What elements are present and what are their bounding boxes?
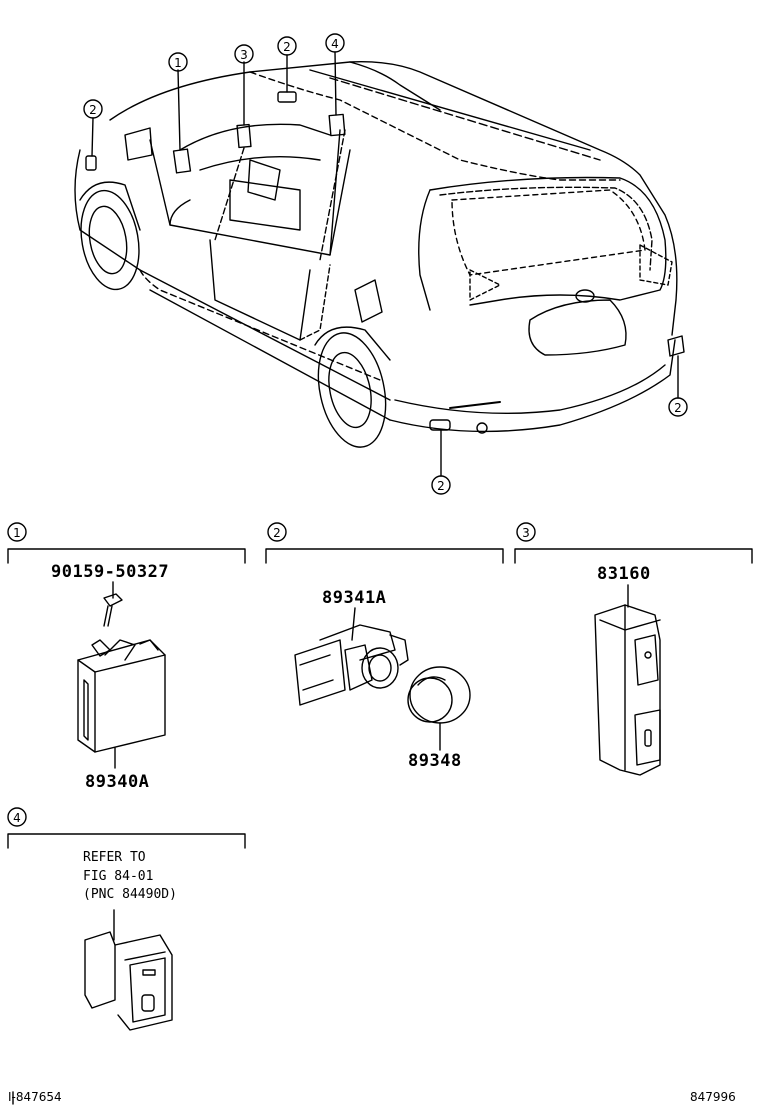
footer-illustration-id: I-847654 bbox=[8, 1090, 62, 1104]
part-number-90159-50327: 90159-50327 bbox=[51, 562, 170, 582]
section-2-header: 2 bbox=[265, 522, 504, 564]
reference-note-line-3: (PNC 84490D) bbox=[83, 887, 177, 902]
footer-figure-id: 847996 bbox=[690, 1090, 736, 1104]
part-number-89341A: 89341A bbox=[322, 588, 387, 608]
section-2-number: 2 bbox=[273, 526, 281, 540]
part-number-83160: 83160 bbox=[597, 564, 651, 584]
switch-83160 bbox=[594, 584, 661, 776]
callout-3-vehicle-number: 3 bbox=[240, 48, 248, 62]
callout-1-vehicle-number: 1 bbox=[174, 56, 182, 70]
reference-note-line-2: FIG 84-01 bbox=[83, 869, 154, 884]
callout-2-vehicle-rear-right: 2 bbox=[668, 397, 688, 417]
section-3-header: 3 bbox=[514, 522, 753, 564]
section-4-number: 4 bbox=[13, 811, 21, 825]
callout-2-vehicle-rear-bottom: 2 bbox=[431, 475, 451, 495]
ecu-89340A bbox=[77, 639, 166, 769]
callout-2-vehicle-rear-bottom-number: 2 bbox=[437, 479, 445, 493]
callout-2-vehicle-top-number: 2 bbox=[283, 40, 291, 54]
section-3-number: 3 bbox=[522, 526, 530, 540]
section-4-header: 4 bbox=[7, 807, 246, 849]
vehicle-illustration bbox=[74, 51, 685, 477]
callout-2-vehicle-front: 2 bbox=[83, 99, 103, 119]
section-1-number: 1 bbox=[13, 526, 21, 540]
reference-note-line-1: REFER TO bbox=[83, 850, 146, 865]
callout-2-vehicle-front-number: 2 bbox=[89, 103, 97, 117]
callout-4-vehicle-number: 4 bbox=[331, 37, 339, 51]
section-1-header: 1 bbox=[7, 522, 246, 564]
bezel-89348 bbox=[407, 666, 471, 751]
bolt-90159-50327 bbox=[103, 581, 123, 627]
part-number-89340A: 89340A bbox=[85, 772, 150, 792]
callout-3-vehicle: 3 bbox=[234, 44, 254, 64]
callout-2-vehicle-top: 2 bbox=[277, 36, 297, 56]
part-number-89348: 89348 bbox=[408, 751, 462, 771]
switch-assembly-84490D bbox=[84, 909, 173, 1031]
sensor-89341A bbox=[294, 607, 409, 706]
callout-1-vehicle: 1 bbox=[168, 52, 188, 72]
callout-4-vehicle: 4 bbox=[325, 33, 345, 53]
callout-2-vehicle-rear-right-number: 2 bbox=[674, 401, 682, 415]
